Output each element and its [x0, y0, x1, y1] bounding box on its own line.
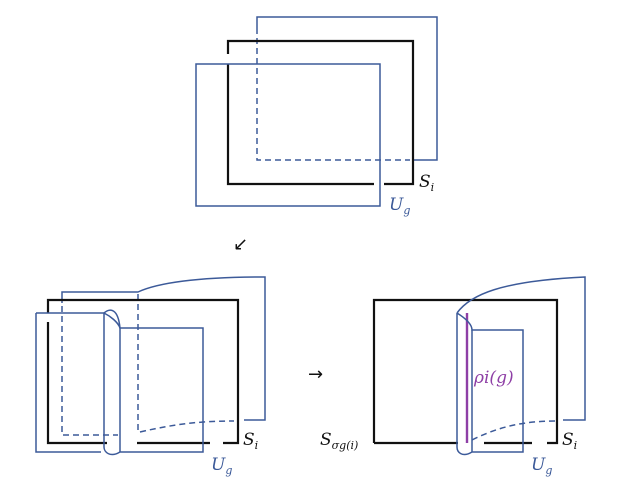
top-ug-label: Ug: [389, 195, 410, 217]
br-blue-sheet-hidden: [471, 420, 558, 441]
br-black-rect: [372, 298, 559, 445]
br-ug-label: Ug: [531, 455, 552, 477]
horizontal-arrow: →: [308, 364, 323, 385]
top-front-blue-rect-ug: [195, 63, 381, 207]
top-black-rect-si: [226, 39, 415, 186]
bl-front-blue-fold-top: [103, 309, 121, 329]
br-blue-sheet-back: [456, 276, 586, 421]
br-blue-sheet-front: [456, 312, 524, 456]
bottom-right-figure: ρi(g) Sσg(i) Si Ug: [320, 276, 586, 477]
br-s-sigma-label: Sσg(i): [320, 430, 358, 452]
bl-back-blue-sheet: [61, 276, 266, 421]
top-si-label: Si: [419, 172, 434, 194]
top-back-blue-rect: [256, 16, 438, 161]
diagonal-arrow: ↙: [233, 234, 248, 255]
bl-si-label: Si: [243, 430, 258, 452]
bl-black-rect-si: [46, 298, 240, 445]
bl-ug-label: Ug: [211, 455, 232, 477]
br-si-label: Si: [562, 430, 577, 452]
bl-back-blue-hidden: [61, 294, 235, 436]
top-back-blue-hidden: [256, 38, 410, 161]
bottom-left-figure: Si Ug: [35, 276, 266, 477]
top-figure: Si Ug: [195, 16, 438, 217]
bl-front-blue-fold: [103, 312, 204, 456]
bl-front-blue-left-panel: [35, 312, 104, 453]
br-rho-label: ρi(g): [473, 368, 514, 388]
